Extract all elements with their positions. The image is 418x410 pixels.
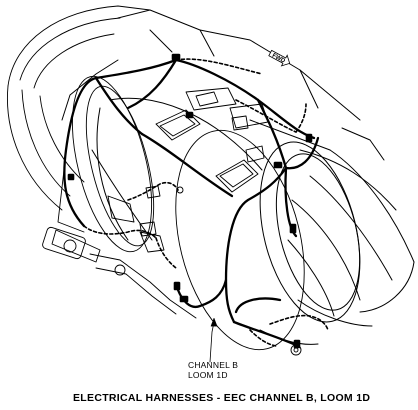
callout-leader-line bbox=[209, 321, 215, 363]
lower-accessories bbox=[42, 195, 197, 319]
harness-dashed-branches bbox=[83, 58, 329, 347]
callout-leader-arrow bbox=[210, 317, 218, 327]
fwd-arrow-icon bbox=[268, 49, 291, 67]
harness-brackets bbox=[139, 91, 302, 356]
callout-line-channel: CHANNEL B bbox=[188, 360, 239, 370]
core-casing-outline bbox=[61, 9, 361, 241]
figure-caption: ELECTRICAL HARNESSES - EEC CHANNEL B, LO… bbox=[73, 392, 371, 404]
callout-line-loom: LOOM 1D bbox=[188, 370, 228, 380]
fan-case-outline bbox=[7, 5, 151, 211]
fwd-marker: FWD bbox=[268, 49, 291, 67]
harness-callout: CHANNEL B LOOM 1D bbox=[188, 360, 238, 380]
exhaust-nozzle bbox=[259, 127, 415, 345]
harness-connectors bbox=[67, 53, 313, 349]
